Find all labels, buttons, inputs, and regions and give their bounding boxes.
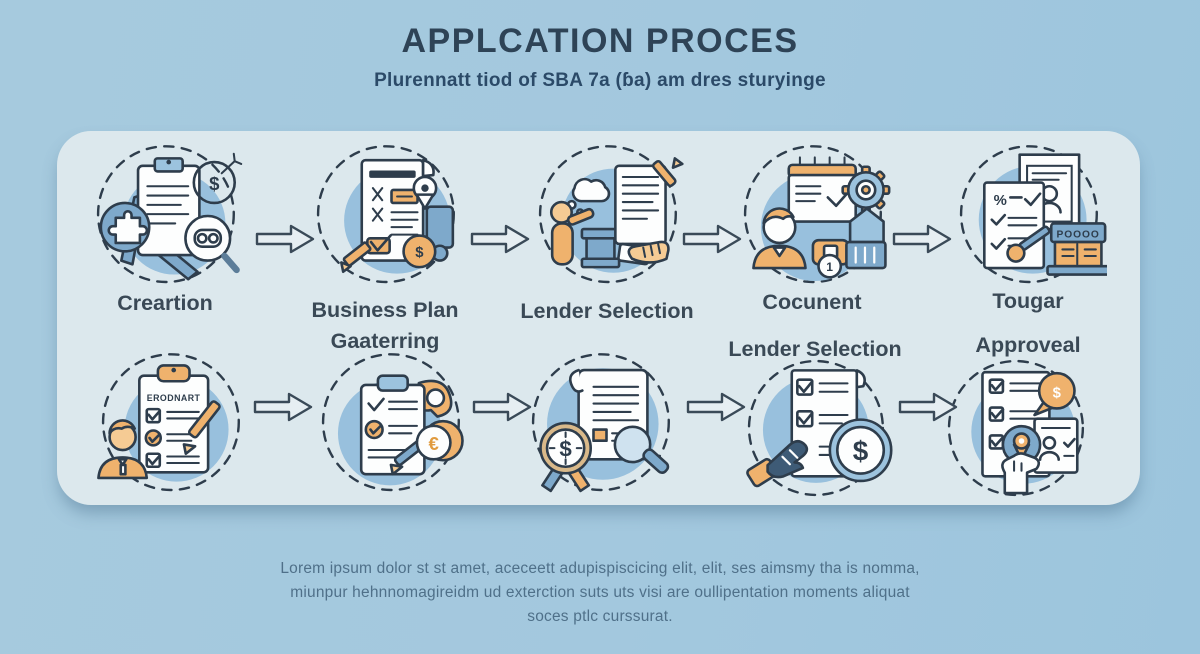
- step-label-lender-selection-2: Lender Selection: [728, 337, 902, 361]
- scroll-dollar-medal-magnifier-icon: $: [531, 353, 670, 493]
- dollar-glyph: $: [415, 245, 424, 261]
- step-erodnart-checklist: ERODNART: [91, 349, 249, 499]
- dollar-glyph: $: [853, 436, 869, 467]
- step-label-cocunent: Cocunent: [762, 290, 862, 314]
- step-tougar: % POOOO: [949, 141, 1107, 291]
- arrow-right-icon: [472, 391, 532, 423]
- step-clipboard-euro: €: [311, 349, 469, 499]
- person-podium-contract-pencil-icon: [538, 145, 684, 284]
- step-creation: $: [86, 141, 244, 291]
- step-lender-selection-1: [528, 141, 686, 291]
- checklist-glove-dollar-coin-icon: $: [746, 359, 893, 497]
- page-subtitle: Plurennatt tiod of SBA 7a (ɓa) am dres s…: [374, 70, 826, 91]
- documents-easel-dollar-puzzle-icon: $: [96, 145, 243, 284]
- percent-checklist-certificate-register-icon: % POOOO: [959, 145, 1107, 284]
- person-calendar-gear-basket-icon: 1: [743, 145, 891, 284]
- page-header: APPLCATION PROCES Plurennatt tiod of SBA…: [0, 22, 1200, 92]
- page-title: APPLCATION PROCES: [401, 22, 799, 60]
- step-approveal-icon: $: [936, 353, 1094, 503]
- caption-line: miunpur hehnnomagireidm ud exterction su…: [290, 584, 910, 601]
- arrow-right-icon: [255, 223, 315, 255]
- clipboard-title-text: ERODNART: [147, 393, 201, 403]
- caption-line: Lorem ipsum dolor st st amet, aceceett a…: [280, 560, 920, 577]
- arrow-right-icon: [898, 391, 958, 423]
- step-label-approveal: Approveal: [975, 333, 1081, 357]
- arrow-right-icon: [892, 223, 952, 255]
- caption-text: Lorem ipsum dolor st st amet, aceceett a…: [0, 560, 1200, 632]
- arrow-right-icon: [682, 223, 742, 255]
- step-business-plan: $: [306, 141, 464, 291]
- register-display-text: POOOO: [1057, 229, 1100, 240]
- step-lender-selection-2-icon: $: [736, 353, 894, 503]
- step-label-lender-selection-1: Lender Selection: [520, 299, 694, 323]
- step-label-tougar: Tougar: [992, 289, 1064, 313]
- checklist-document-coin-pin-icon: $: [316, 145, 455, 284]
- clipboard-erodnart-person-pencil-icon: ERODNART: [97, 353, 240, 492]
- clipboard-checks-euro-coin-icon: €: [321, 353, 464, 492]
- step-cocunent: 1: [733, 141, 891, 291]
- dollar-glyph: $: [1053, 385, 1062, 401]
- arrow-right-icon: [253, 391, 313, 423]
- process-panel: $: [57, 131, 1140, 505]
- caption-line: soces ptlc curssurat.: [527, 608, 673, 625]
- number-one-badge: 1: [826, 260, 833, 274]
- checklist-dollar-bubble-pin-hand-icon: $: [947, 359, 1085, 497]
- percent-glyph: %: [994, 193, 1007, 209]
- step-label-business-plan: Business Plan Gaaterring: [311, 298, 459, 354]
- dollar-glyph: $: [559, 437, 572, 462]
- euro-glyph: €: [429, 433, 439, 454]
- arrow-right-icon: [470, 223, 530, 255]
- step-scroll-dollar-medal: $: [521, 349, 679, 499]
- step-label-creation: Creartion: [117, 291, 213, 315]
- gear-icon: [841, 165, 891, 215]
- dollar-glyph: $: [209, 173, 220, 194]
- arrow-right-icon: [686, 391, 746, 423]
